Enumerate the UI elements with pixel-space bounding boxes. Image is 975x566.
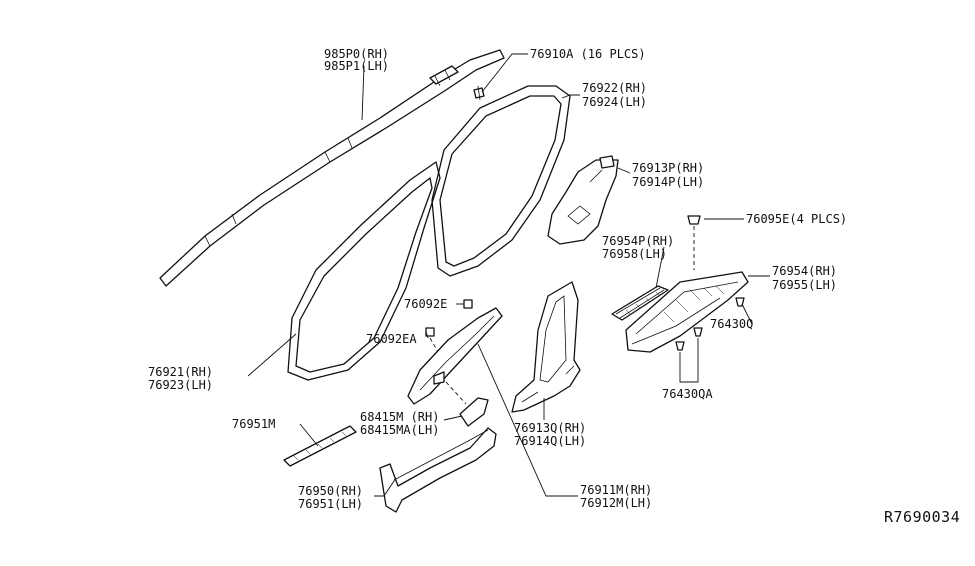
pillar-trim-lower-76913q bbox=[511, 281, 581, 413]
cover-68415m bbox=[459, 397, 489, 427]
roof-molding-985p bbox=[159, 49, 505, 287]
label-76430qa: 76430QA bbox=[662, 387, 713, 401]
label-76924: 76924(LH) bbox=[582, 95, 647, 109]
label-76958: 76958(LH) bbox=[602, 247, 667, 261]
label-76910a: 76910A (16 PLCS) bbox=[530, 47, 646, 61]
reference-code: R7690034 bbox=[884, 508, 960, 526]
clip-76092e bbox=[463, 299, 473, 309]
label-76430q: 76430Q bbox=[710, 317, 753, 331]
pillar-trim-upper-76913p bbox=[547, 155, 619, 245]
label-76950: 76950(RH) bbox=[298, 484, 363, 498]
label-76922: 76922(RH) bbox=[582, 81, 647, 95]
label-76095e: 76095E(4 PLCS) bbox=[746, 212, 847, 226]
label-76092ea: 76092EA bbox=[366, 332, 417, 346]
kicking-plate-76951m bbox=[283, 425, 357, 467]
label-76913q: 76913Q(RH) bbox=[514, 421, 586, 435]
step-finisher-76954 bbox=[625, 271, 749, 353]
label-76912m: 76912M(LH) bbox=[580, 496, 652, 510]
label-76954: 76954(RH) bbox=[772, 264, 837, 278]
kicking-plate-76950 bbox=[379, 427, 497, 513]
front-pillar-garnish-76911m bbox=[407, 307, 503, 405]
label-985p1: 985P1(LH) bbox=[324, 59, 389, 73]
leader-lines bbox=[247, 53, 770, 497]
label-76914q: 76914Q(LH) bbox=[514, 434, 586, 448]
label-68415m: 68415M (RH) bbox=[360, 410, 439, 424]
clip-76092ea bbox=[425, 327, 439, 353]
rear-door-weatherstrip-76922 bbox=[431, 85, 571, 277]
label-76954p: 76954P(RH) bbox=[602, 234, 674, 248]
clip-76430qa bbox=[675, 327, 703, 383]
label-68415ma: 68415MA(LH) bbox=[360, 423, 439, 437]
label-76092e: 76092E bbox=[404, 297, 447, 311]
label-76951: 76951(LH) bbox=[298, 497, 363, 511]
label-76951m: 76951M bbox=[232, 417, 275, 431]
label-76955: 76955(LH) bbox=[772, 278, 837, 292]
clip-76095e bbox=[687, 215, 701, 270]
front-door-weatherstrip-76921 bbox=[287, 161, 441, 381]
label-76923: 76923(LH) bbox=[148, 378, 213, 392]
label-76914p: 76914P(LH) bbox=[632, 175, 704, 189]
label-76921: 76921(RH) bbox=[148, 365, 213, 379]
label-76913p: 76913P(RH) bbox=[632, 161, 704, 175]
kicking-plate-76954p bbox=[611, 285, 669, 321]
label-985p0: 985P0(RH) bbox=[324, 47, 389, 61]
label-76911m: 76911M(RH) bbox=[580, 483, 652, 497]
clip-76910a bbox=[473, 85, 485, 101]
